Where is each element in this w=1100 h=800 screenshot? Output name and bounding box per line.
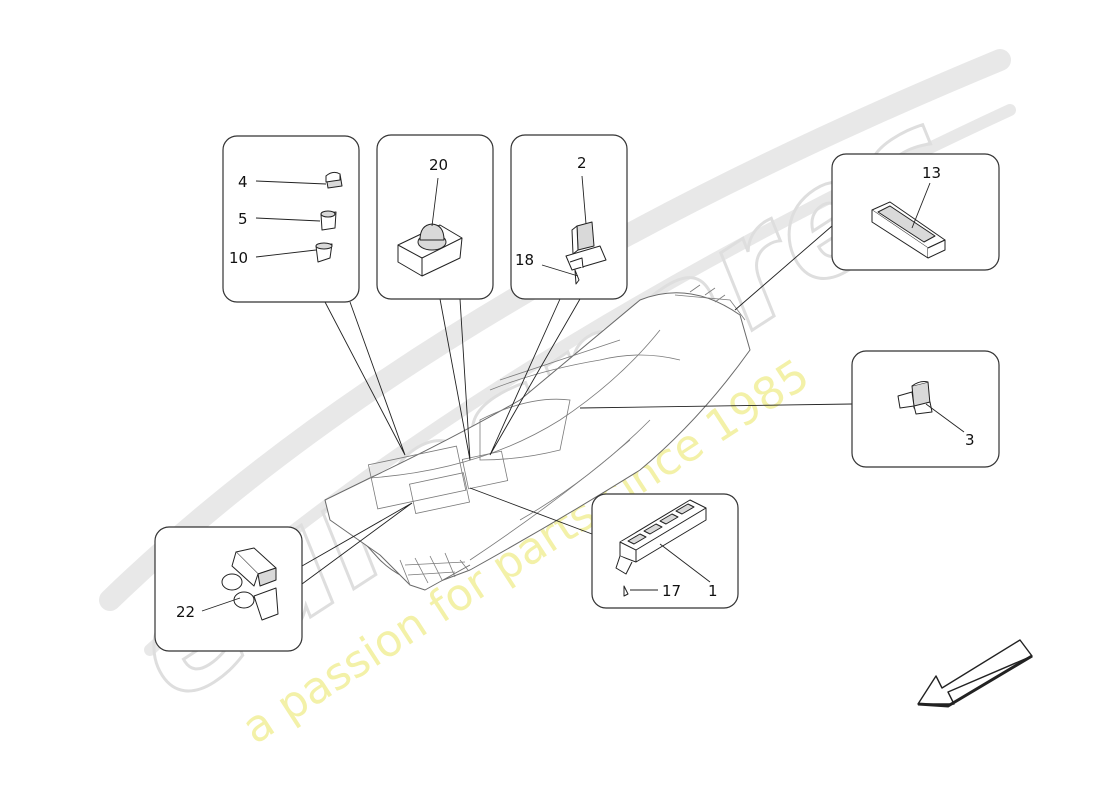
callout-10: 10 <box>229 249 248 267</box>
callout-2: 2 <box>577 154 587 172</box>
box-parts-1-17: 1 17 <box>591 493 739 609</box>
box-leaders <box>301 225 853 585</box>
box-part-20: 20 <box>376 134 494 300</box>
box-parts-4-5-10: 4 5 10 <box>222 135 360 303</box>
callout-17: 17 <box>662 582 681 600</box>
center-console <box>324 284 751 591</box>
callout-18: 18 <box>515 251 534 269</box>
callout-4: 4 <box>238 173 248 191</box>
arrow-down-left-icon <box>917 639 1033 708</box>
box-part-13: 13 <box>831 153 1000 271</box>
callout-1: 1 <box>708 582 718 600</box>
box-part-22: 22 <box>154 526 303 652</box>
callout-3: 3 <box>965 431 975 449</box>
box-parts-2-18: 2 18 <box>510 134 628 300</box>
watermark-swoosh <box>99 49 1011 611</box>
callout-13: 13 <box>922 164 941 182</box>
callout-22: 22 <box>176 603 195 621</box>
box-part-3: 3 <box>851 350 1000 468</box>
callout-20: 20 <box>429 156 448 174</box>
callout-5: 5 <box>238 210 248 228</box>
